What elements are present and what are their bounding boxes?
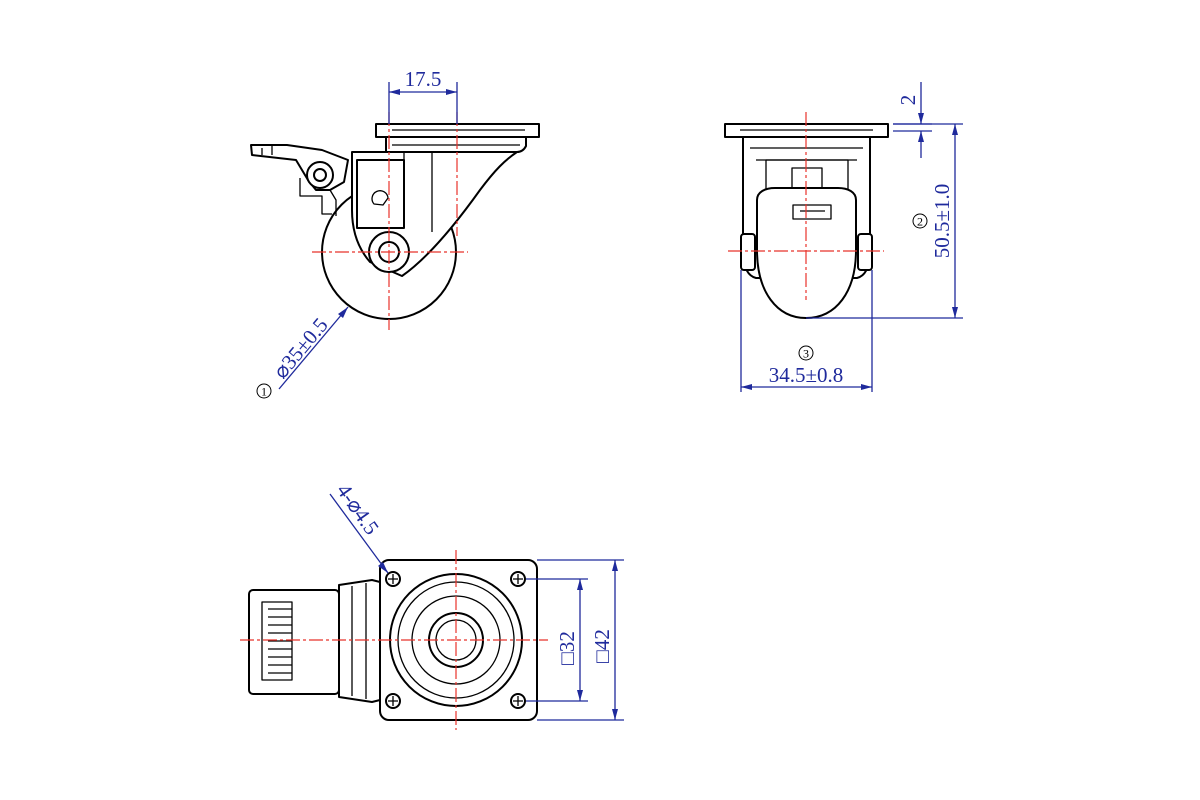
front-width-label: 34.5±0.8: [769, 363, 844, 387]
top-holes-dimension: 4-⌀4.5: [329, 479, 389, 574]
front-axle-nut-left: [740, 233, 756, 271]
front-view: 2 50.5±1.0 2 34.5±0.8 3: [724, 82, 963, 392]
side-view: 17.5 ⌀35±0.5 1: [250, 67, 540, 399]
front-height-dimension: 50.5±1.0 2: [806, 123, 963, 319]
top-brake-grip-ribs: [268, 608, 292, 674]
front-width-dimension: 34.5±0.8 3: [740, 270, 873, 392]
front-brake-tab: [792, 204, 832, 220]
side-wheel-diameter-dimension: ⌀35±0.5 1: [256, 306, 349, 399]
callout-2-label: 2: [917, 215, 923, 229]
front-height-label: 50.5±1.0: [930, 184, 954, 259]
top-plate-size-label: □42: [590, 629, 614, 663]
front-plate-thickness-label: 2: [896, 95, 920, 106]
side-brake-pad: [299, 178, 332, 215]
top-brake-link: [338, 579, 381, 703]
front-axle-nut-right: [857, 233, 873, 271]
side-offset-label: 17.5: [405, 67, 442, 91]
side-stem-plate: [356, 159, 405, 229]
callout-1-circle: [256, 383, 272, 399]
callout-1-label: 1: [261, 385, 267, 399]
callout-3-label: 3: [803, 347, 809, 361]
side-wheel-diameter-label: ⌀35±0.5: [268, 313, 332, 383]
side-bolt-icon: [371, 190, 389, 206]
callout-2-circle: [912, 213, 928, 229]
side-offset-dimension: 17.5: [388, 67, 458, 124]
top-hole-pattern-dimension: □32: [526, 578, 588, 702]
top-view: 4-⌀4.5 □32 □42: [240, 479, 624, 730]
callout-3-circle: [798, 345, 814, 361]
top-hole-pattern-label: □32: [555, 631, 579, 665]
front-plate-thickness-dimension: 2: [893, 82, 932, 158]
top-plate-size-dimension: □42: [537, 559, 624, 721]
top-holes-label: 4-⌀4.5: [332, 479, 384, 539]
top-mounting-holes: [385, 571, 526, 709]
